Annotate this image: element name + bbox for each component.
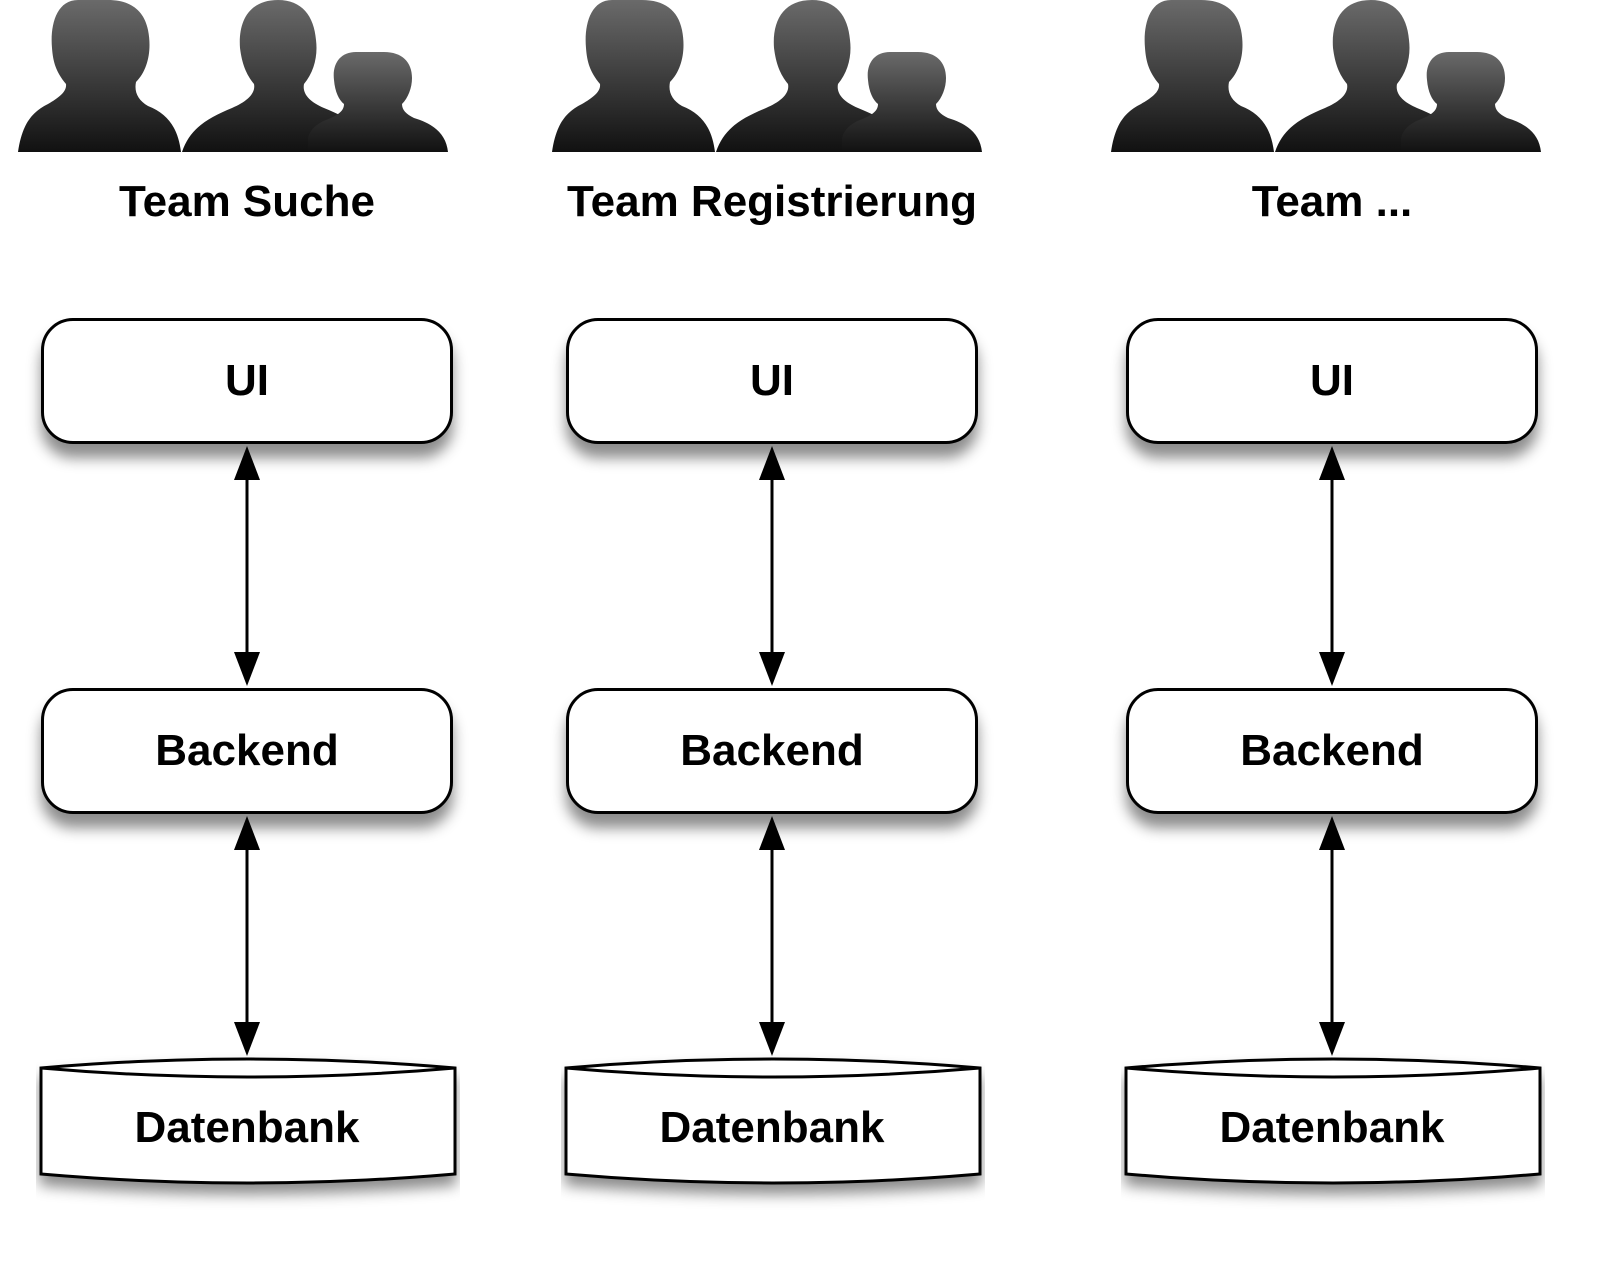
ui-backend-arrow-icon [759,446,785,686]
ui-node: UI [566,318,978,444]
ui-node: UI [1126,318,1538,444]
database-label: Datenbank [1219,1103,1445,1152]
backend-database-arrow-icon [759,816,785,1056]
backend-label: Backend [155,726,339,775]
database-cylinder-icon [39,1057,457,1185]
ui-label: UI [225,356,269,405]
team-name-label: Team Suche [119,177,375,226]
backend-node: Backend [41,688,453,814]
backend-node: Backend [566,688,978,814]
database-cylinder-icon [564,1057,982,1185]
team-name-label: Team ... [1251,177,1413,226]
database-label: Datenbank [134,1103,360,1152]
backend-label: Backend [1240,726,1424,775]
ui-node: UI [41,318,453,444]
ui-backend-arrow-icon [234,446,260,686]
team-more-silhouette-icon [1111,0,1541,152]
backend-database-arrow-icon [1319,816,1345,1056]
ui-label: UI [750,356,794,405]
backend-database-arrow-icon [234,816,260,1056]
database-label: Datenbank [659,1103,885,1152]
database-cylinder-icon [1124,1057,1542,1185]
team-name-label: Team Registrierung [567,177,977,226]
ui-label: UI [1310,356,1354,405]
backend-node: Backend [1126,688,1538,814]
team-suche-silhouette-icon [18,0,448,152]
backend-label: Backend [680,726,864,775]
ui-backend-arrow-icon [1319,446,1345,686]
team-registrierung-silhouette-icon [552,0,982,152]
